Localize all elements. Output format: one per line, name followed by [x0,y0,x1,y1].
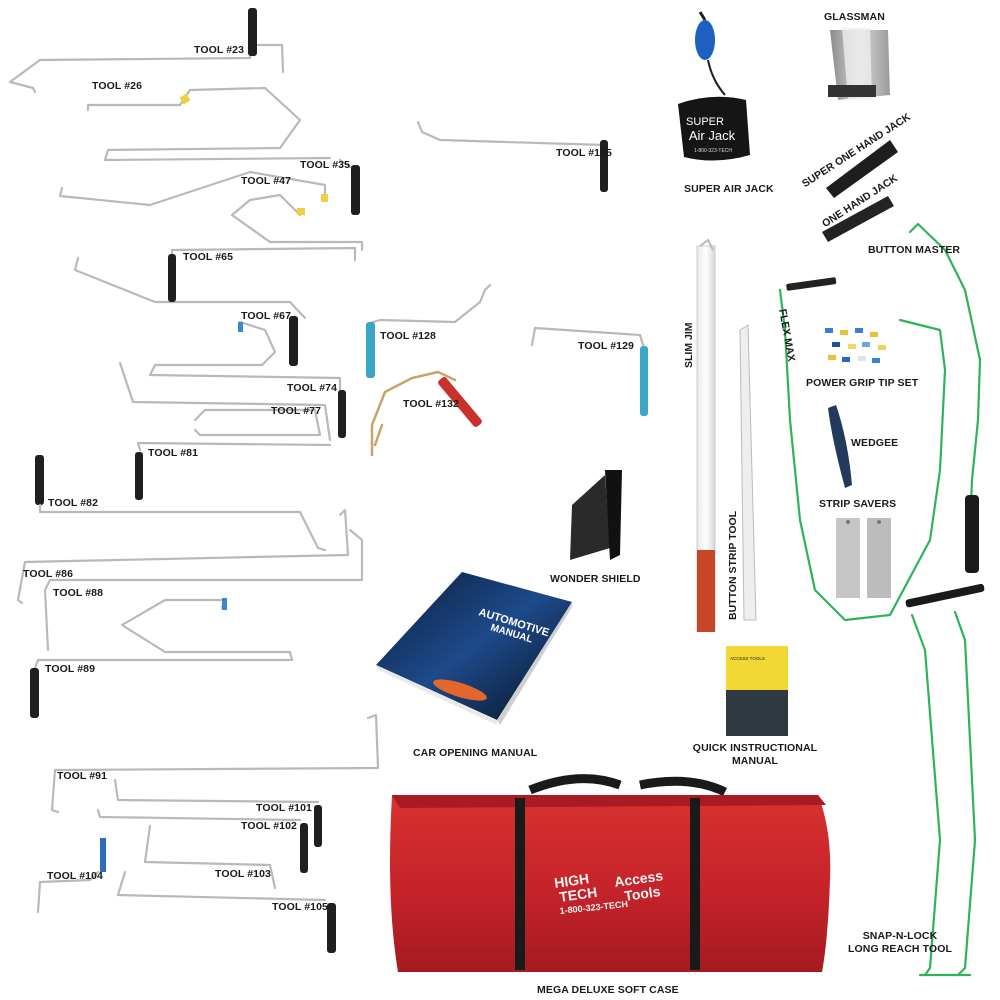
tool-23 [8,8,285,94]
tool-104 [36,838,106,914]
car-opening-manual: AUTOMOTIVE MANUAL [376,572,572,725]
tool-47 [58,170,364,252]
button-strip-tool [739,324,757,621]
label-tool-65: TOOL #65 [183,251,234,263]
label-strip-savers: STRIP SAVERS [819,498,897,510]
label-quick-instructional-manual: QUICK INSTRUCTIONAL MANUAL [690,742,820,768]
tool-91 [50,713,380,814]
power-grip-tip-set [825,328,886,363]
glassman [828,28,890,100]
label-tool-86: TOOL #86 [23,568,74,580]
label-tool-104: TOOL #104 [47,870,103,882]
label-super-air-jack: SUPER AIR JACK [684,183,774,195]
label-tool-129: TOOL #129 [578,340,634,352]
label-tool-125: TOOL #125 [556,147,612,159]
label-tool-91: TOOL #91 [57,770,108,782]
air-jack-phone: 1-800-323-TECH [694,148,732,154]
tool-103 [143,824,277,890]
mega-deluxe-soft-case: HIGH TECH Access Tools 1-800-323-TECH [390,774,831,972]
label-tool-103: TOOL #103 [215,868,271,880]
label-tool-105: TOOL #105 [272,901,328,913]
label-car-opening-manual: CAR OPENING MANUAL [413,747,538,759]
label-tool-47: TOOL #47 [241,175,292,187]
tool-74 [118,361,346,442]
super-air-jack: SUPER Air Jack 1-800-323-TECH [678,11,750,161]
label-button-master: BUTTON MASTER [868,244,961,256]
tool-102 [96,808,308,873]
flex-max [778,277,947,622]
one-hand-jack [822,196,894,242]
label-quick-instructional-line-2: MANUAL [731,755,779,767]
super-one-hand-jack [826,140,898,198]
label-tool-89: TOOL #89 [45,663,96,675]
label-quick-instructional-line-1: QUICK INSTRUCTIONAL [692,742,818,754]
tool-35 [338,158,360,215]
quick-manual-title: ACCESS TOOLS [730,656,765,661]
tool-67 [148,316,342,397]
label-tool-128: TOOL #128 [380,330,436,342]
tool-26 [86,86,332,162]
label-snap-n-lock-line-2: LONG REACH TOOL [848,943,952,955]
label-tool-81: TOOL #81 [148,447,199,459]
tool-105 [116,870,336,953]
strip-savers [836,518,891,598]
label-tool-132: TOOL #132 [403,398,459,410]
label-mega-deluxe-soft-case: MEGA DELUXE SOFT CASE [537,984,679,996]
label-slim-jim: SLIM JIM [683,322,695,368]
tool-128 [366,283,492,378]
air-jack-name: Air Jack [689,128,736,143]
label-glassman: GLASSMAN [824,11,885,23]
bag-brand-tech: TECH [558,884,598,905]
label-tool-26: TOOL #26 [92,80,143,92]
label-snap-n-lock: SNAP-N-LOCK LONG REACH TOOL [840,930,960,956]
label-tool-101: TOOL #101 [256,802,312,814]
air-jack-super: SUPER [686,116,724,128]
tool-77 [193,408,322,437]
label-tool-23: TOOL #23 [194,44,245,56]
label-button-strip-tool: BUTTON STRIP TOOL [727,510,739,620]
label-wonder-shield: WONDER SHIELD [550,573,641,585]
label-tool-82: TOOL #82 [48,497,99,509]
quick-instructional-manual: ACCESS TOOLS [726,646,788,736]
button-master [908,222,982,573]
label-tool-35: TOOL #35 [300,159,351,171]
tool-89 [30,658,294,718]
label-tool-67: TOOL #67 [241,310,292,322]
tool-125 [416,120,608,192]
snap-n-lock-long-reach-tool [905,583,985,977]
label-tool-102: TOOL #102 [241,820,297,832]
tool-65 [73,246,357,320]
wonder-shield [570,470,622,560]
tool-81 [135,441,332,500]
label-power-grip-tip-set: POWER GRIP TIP SET [806,377,919,389]
bag-brand-high: HIGH [553,870,590,891]
tool-101 [113,778,322,847]
bag-access: Access [613,867,664,890]
bag-tools: Tools [623,883,661,904]
slim-jim [696,238,716,632]
tool-129 [530,326,648,416]
tool-132 [370,370,482,457]
tool-88 [120,598,294,662]
label-tool-88: TOOL #88 [53,587,104,599]
label-wedgee: WEDGEE [851,437,899,449]
label-tool-77: TOOL #77 [271,405,322,417]
wedgee [828,405,852,488]
label-snap-n-lock-line-1: SNAP-N-LOCK [862,930,938,942]
label-tool-74: TOOL #74 [287,382,338,394]
tool-86 [43,528,364,652]
tool-82 [16,455,350,605]
